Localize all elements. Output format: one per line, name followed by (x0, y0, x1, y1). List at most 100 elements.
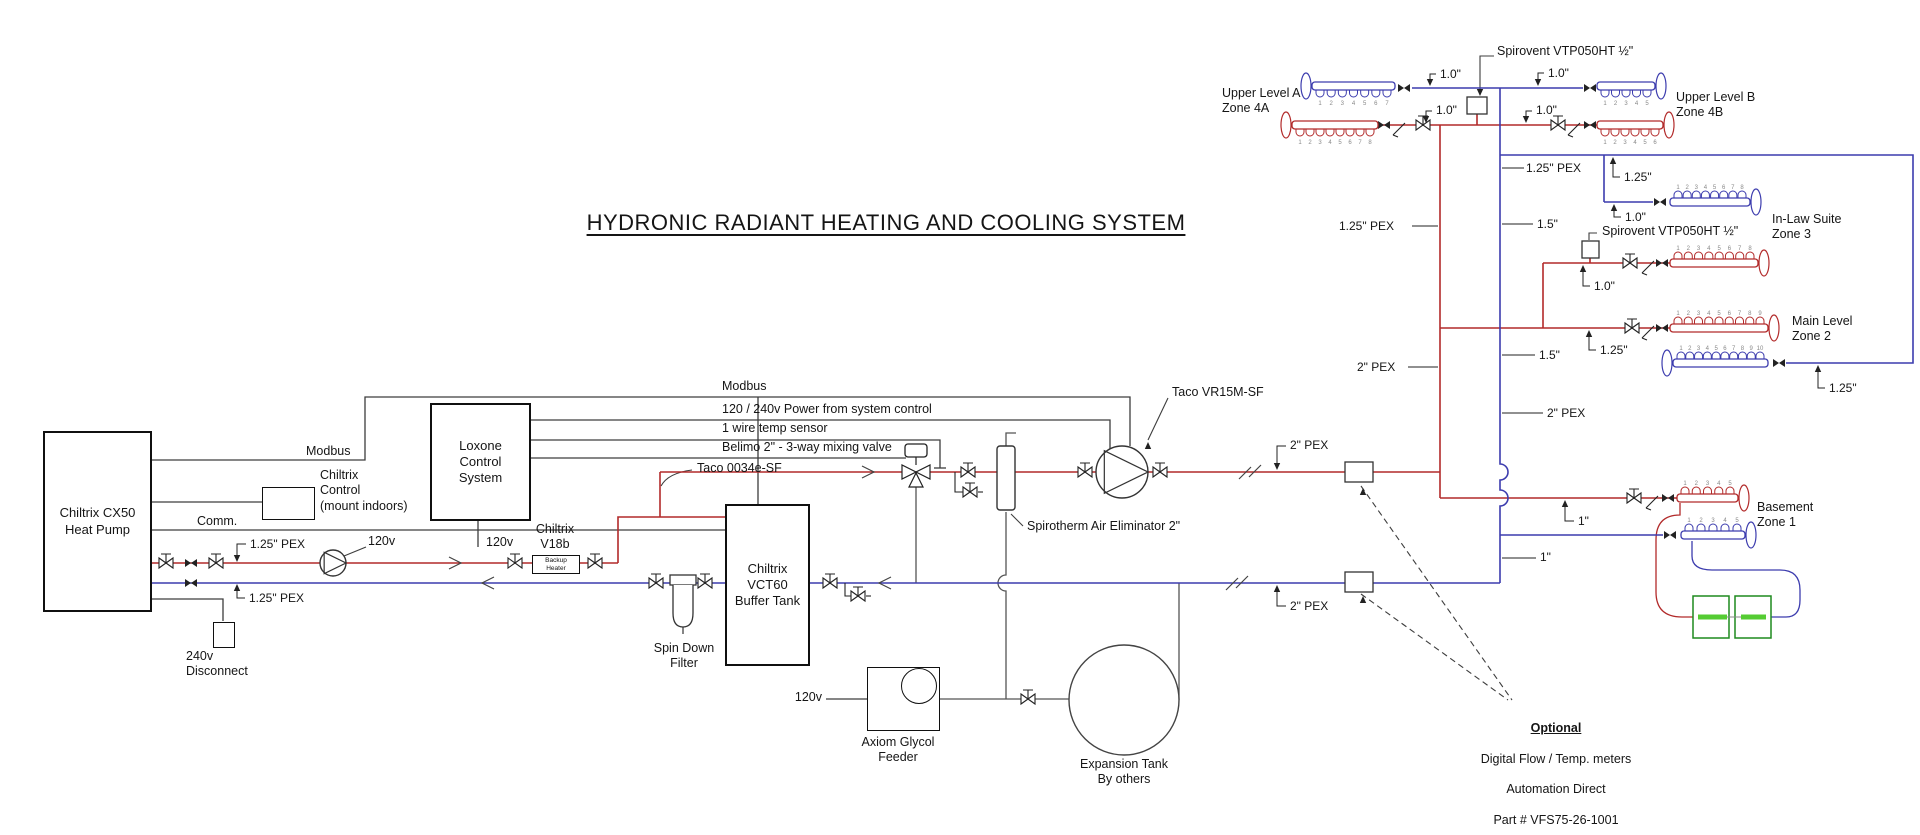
svg-text:5: 5 (1645, 101, 1649, 107)
svg-text:3: 3 (1623, 140, 1627, 146)
disconnect-box (213, 622, 235, 648)
taco-0034-label: Taco 0034e-SF (697, 461, 782, 475)
svg-text:3: 3 (1697, 246, 1701, 252)
svg-text:6: 6 (1374, 101, 1378, 107)
optional-line-1: Digital Flow / Temp. meters (1480, 751, 1632, 766)
power-wire-label: 120 / 240v Power from system control (722, 402, 932, 416)
pipe-size-blue-riser-mid-a: 1.5" (1537, 217, 1558, 231)
ball-valve (850, 586, 866, 603)
svg-text:7: 7 (1731, 185, 1735, 191)
svg-text:1: 1 (1676, 311, 1680, 317)
optional-line-3: Part # VFS75-26-1001 (1493, 812, 1619, 827)
svg-text:2: 2 (1308, 140, 1312, 146)
check-valve (1398, 84, 1410, 92)
svg-text:8: 8 (1741, 346, 1745, 352)
svg-text:2: 2 (1329, 101, 1333, 107)
svg-text:2: 2 (1687, 246, 1691, 252)
ball-valve (962, 482, 978, 499)
svg-text:1: 1 (1676, 185, 1680, 191)
svg-text:5: 5 (1717, 311, 1721, 317)
svg-text:1: 1 (1603, 140, 1607, 146)
check-valve (185, 579, 197, 587)
ball-valve (208, 553, 224, 570)
glycol-feeder-label: Axiom Glycol Feeder (861, 735, 935, 765)
disconnect-label: 240v Disconnect (186, 649, 248, 679)
check-valve (185, 559, 197, 567)
check-valve (1773, 359, 1785, 367)
pipe-size-main-supply: 2" PEX (1290, 438, 1329, 452)
loxone-control-box: Loxone Control System (430, 403, 531, 521)
svg-text:5: 5 (1728, 481, 1732, 487)
svg-text:3: 3 (1711, 518, 1715, 524)
pipe-size-zone3-supply: 1.0" (1594, 279, 1615, 293)
check-valve (1664, 531, 1676, 539)
v18b-label: Chiltrix V18b (535, 522, 575, 552)
svg-text:9: 9 (1758, 311, 1762, 317)
optional-heading: Optional (1530, 721, 1582, 736)
ball-valve (1624, 318, 1640, 335)
spirovent-upper-label: Spirovent VTP050HT ½" (1497, 44, 1634, 58)
ball-valve (587, 553, 603, 570)
modbus-top-label: Modbus (722, 379, 767, 393)
spin-filter-label: Spin Down Filter (653, 641, 715, 671)
svg-text:6: 6 (1728, 311, 1732, 317)
svg-text:3: 3 (1697, 311, 1701, 317)
check-valve (1656, 259, 1668, 267)
pipe-size-zone3-return: 1.0" (1625, 210, 1646, 224)
backup-heater-box: Backup Heater (532, 555, 580, 574)
pipe-size-blue-riser-lower: 2" PEX (1547, 406, 1586, 420)
svg-text:5: 5 (1735, 518, 1739, 524)
ball-valve (1550, 115, 1566, 132)
svg-text:2: 2 (1613, 140, 1617, 146)
pipe-size-return-left: 1.25" PEX (249, 591, 304, 605)
pipe-size-supply-left: 1.25" PEX (250, 537, 305, 551)
loxone-120v-label: 120v (486, 535, 514, 549)
svg-text:2: 2 (1687, 311, 1691, 317)
svg-text:1: 1 (1298, 140, 1302, 146)
zone-label-4b: Upper Level B Zone 4B (1676, 90, 1756, 120)
diagram-title: HYDRONIC RADIANT HEATING AND COOLING SYS… (586, 210, 1186, 235)
svg-text:2: 2 (1688, 346, 1692, 352)
svg-text:8: 8 (1748, 246, 1752, 252)
svg-text:4: 4 (1328, 140, 1332, 146)
svg-text:7: 7 (1385, 101, 1389, 107)
svg-text:10: 10 (1757, 346, 1764, 352)
svg-text:4: 4 (1717, 481, 1721, 487)
svg-text:8: 8 (1740, 185, 1744, 191)
svg-text:5: 5 (1643, 140, 1647, 146)
optional-note: Optional Digital Flow / Temp. meters Aut… (1446, 706, 1666, 835)
svg-text:1: 1 (1318, 101, 1322, 107)
svg-text:3: 3 (1624, 101, 1628, 107)
temp-sensor-label: 1 wire temp sensor (722, 421, 828, 435)
ball-valve (1415, 115, 1431, 132)
pipe-size-zone1-supply: 1" (1578, 514, 1589, 528)
belimo-valve-label: Belimo 2" - 3-way mixing valve (722, 440, 892, 454)
pipe-size-zone4b-return: 1.0" (1548, 66, 1569, 80)
pipe-size-zone3-trunk: 1.25" (1624, 170, 1652, 184)
svg-text:4: 4 (1704, 185, 1708, 191)
pipe-size-blue-riser-upper: 1.25" PEX (1526, 161, 1581, 175)
ball-valve (1152, 462, 1168, 479)
svg-text:5: 5 (1338, 140, 1342, 146)
pipe-size-zone2-supply: 1.25" (1600, 343, 1628, 357)
chiltrix-control-label: Chiltrix Control (mount indoors) (320, 468, 408, 513)
pipe-size-red-riser-lower: 2" PEX (1357, 360, 1396, 374)
check-valve (1656, 324, 1668, 332)
ball-valve (1626, 488, 1642, 505)
zone-label-4a: Upper Level A Zone 4A (1222, 86, 1301, 116)
pump-120v-label: 120v (368, 534, 396, 548)
svg-text:3: 3 (1341, 101, 1345, 107)
svg-text:3: 3 (1697, 346, 1701, 352)
ball-valve (1622, 253, 1638, 270)
chiltrix-control-box (262, 487, 315, 520)
svg-text:9: 9 (1750, 346, 1754, 352)
svg-text:4: 4 (1706, 346, 1710, 352)
svg-text:4: 4 (1635, 101, 1639, 107)
